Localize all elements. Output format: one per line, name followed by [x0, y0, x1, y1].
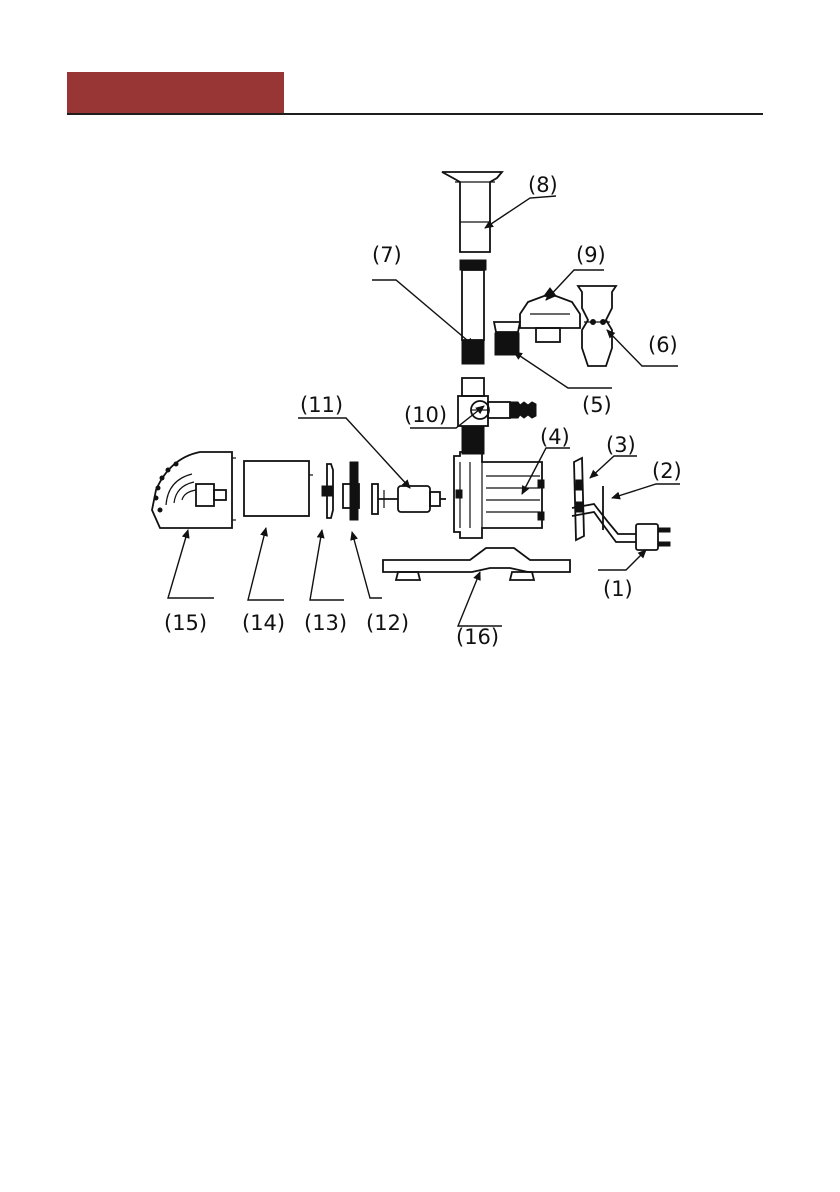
part-tee-connector: [458, 378, 536, 454]
label-part-13: (13): [304, 611, 347, 635]
label-part-10: (10): [404, 403, 447, 427]
part-strainer-cage: [152, 452, 236, 528]
part-foam-filter: [244, 461, 313, 516]
label-part-12: (12): [366, 611, 409, 635]
label-part-3: (3): [606, 433, 636, 457]
label-part-1: (1): [603, 577, 633, 601]
part-rotor: [372, 484, 446, 514]
part-power-cord: [572, 504, 670, 550]
label-part-4: (4): [540, 425, 570, 449]
part-nozzle: [442, 172, 502, 252]
label-part-8: (8): [528, 173, 558, 197]
label-part-14: (14): [242, 611, 285, 635]
label-part-2: (2): [652, 459, 682, 483]
part-pump-body: [454, 452, 544, 538]
part-labels: (1) (2) (3) (4) (5) (6) (7) (8) (9) (10)…: [164, 173, 682, 649]
label-part-16: (16): [456, 625, 499, 649]
part-cover-plate: [574, 458, 584, 540]
part-bell-nozzle: [578, 286, 616, 366]
part-impeller-cover: [322, 464, 333, 518]
label-part-15: (15): [164, 611, 207, 635]
label-part-11: (11): [300, 393, 343, 417]
part-adapter: [494, 322, 520, 355]
label-part-5: (5): [582, 393, 612, 417]
label-part-9: (9): [576, 243, 606, 267]
label-part-7: (7): [372, 243, 402, 267]
part-extension-tube: [460, 260, 486, 364]
part-suction-base: [383, 548, 570, 580]
part-rubber-disc: [343, 462, 359, 520]
label-part-6: (6): [648, 333, 678, 357]
